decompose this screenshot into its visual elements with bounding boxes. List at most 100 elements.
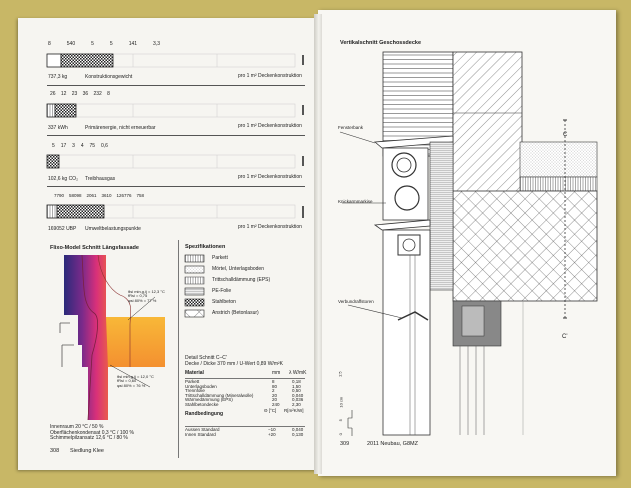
segment-value: 17	[60, 143, 67, 149]
detail-row-cell: Parkett	[185, 379, 200, 384]
swatch-trittschall	[184, 276, 205, 285]
page-footer-title: Siedlung Klee	[70, 448, 104, 454]
label-verbundraffstoren: Verbundraffstoren	[338, 299, 374, 304]
bar-unit: pro 1 m² Deckenkonstruktion	[238, 174, 302, 180]
spec-item: Parkett	[212, 255, 228, 261]
segment-value: 36	[82, 91, 89, 97]
boundary-row-cell: −10	[268, 427, 276, 432]
detail-row-cell: 8	[272, 379, 275, 384]
legend-line: Oberflächenkondensat 0,3 °C / 100 %	[50, 429, 134, 436]
window-frame-wood	[429, 141, 454, 291]
label-knickarmmarkise: Knickarmmarkise	[338, 199, 373, 204]
scale-ratio: 1:5	[337, 371, 343, 377]
detail-row-cell: 240	[272, 402, 280, 407]
segment-value: 4	[80, 143, 84, 149]
bar-segment	[46, 53, 62, 68]
segment-value: 75	[89, 143, 96, 149]
swatch-stahlbeton	[184, 298, 205, 307]
segment-value: 3	[72, 143, 75, 149]
segment-value: 5	[52, 143, 55, 149]
blind-housing	[382, 229, 431, 436]
floor-insulation	[519, 176, 598, 192]
bar-chart-energy	[46, 103, 304, 118]
divider	[47, 135, 305, 136]
segment-value: 3,3	[153, 41, 160, 47]
detail-row-cell: 20	[272, 397, 278, 403]
book-gutter	[314, 14, 322, 474]
page-number: 309	[340, 441, 350, 447]
detail-title: Detail Schnitt C–C'	[185, 355, 227, 361]
spec-item: Trittschalldämmung (EPS)	[212, 277, 271, 283]
spec-item: Anstrich (Betonlasur)	[212, 310, 259, 316]
segment-value: 5	[109, 41, 113, 47]
bar-segment	[56, 204, 105, 219]
segment-value: 232	[93, 91, 102, 97]
specs-title: Spezifikationen	[185, 244, 226, 250]
scale-tick: 10 cm	[338, 396, 344, 408]
table-header: λ W/mK	[289, 370, 307, 376]
segment-value: 12	[60, 91, 67, 97]
scale-bar	[347, 410, 353, 436]
detail-row-cell: Unterlagsboden	[185, 383, 217, 389]
table-header: Θ [°C]	[264, 408, 277, 413]
detail-row-cell: Trennfolie	[185, 388, 205, 394]
segment-value: 23	[71, 91, 78, 97]
bar-label: Konstruktionsgewicht	[85, 74, 133, 80]
detail-row-cell: 0,036	[292, 397, 304, 403]
bar-total: 737,3 kg	[48, 74, 68, 80]
segment-value: 141	[128, 41, 138, 47]
detail-row-cell: 0,18	[292, 379, 301, 384]
bar-chart-weight	[46, 53, 304, 68]
segment-value: 58098	[68, 193, 82, 198]
bar-total: 169052 UBP	[48, 226, 77, 232]
segment-value: 126776	[116, 193, 132, 198]
table-header: R[m²K/W]	[284, 408, 304, 413]
table-header: mm	[272, 370, 281, 376]
annotation-line: fRsi = 0,75	[128, 293, 148, 299]
segment-value: 7790	[54, 193, 65, 198]
legend-line: Schimmelpilzansatz 12,6 °C / 80 %	[50, 435, 128, 441]
bar-segment	[46, 103, 56, 118]
annotation-line: θsi min,g,ij = 12,3 °C	[128, 289, 165, 294]
bar-total: 337 kWh	[48, 125, 68, 131]
thermal-simulation-image	[59, 254, 165, 421]
detail-row-cell: 1,50	[292, 383, 301, 389]
segment-value: 3610	[101, 193, 112, 198]
bar-segment	[60, 53, 114, 68]
divider	[185, 426, 305, 427]
column-divider	[178, 240, 179, 458]
concrete-slab	[452, 190, 598, 302]
bar-unit: pro 1 m² Deckenkonstruktion	[238, 73, 302, 79]
table-header: Material	[185, 370, 204, 376]
legend-line: Innenraum 20 °C / 50 %	[50, 424, 104, 430]
spec-item: PE-Folie	[212, 288, 232, 294]
page-number: 308	[50, 448, 60, 454]
bar-total: 102,6 kg CO₂	[48, 176, 79, 182]
annotation-line: φsi 80% = 76 %	[117, 382, 146, 388]
detail-row-cell: Trittschalldämmung (Mineralwolle)	[185, 392, 254, 398]
detail-row-cell: 0,50	[292, 388, 301, 394]
bar-label: Treibhausgas	[85, 176, 116, 182]
segment-value: 540	[66, 41, 76, 47]
section-drawing	[339, 51, 598, 436]
section-marker-c: C	[563, 132, 568, 138]
detail-subtitle: Decke / Dicke 370 mm / U-Wert 0,89 W/m²K	[185, 361, 283, 367]
bar-label: Primärenergie, nicht erneuerbar	[85, 125, 156, 131]
divider	[47, 186, 305, 187]
bar-segment	[46, 154, 60, 169]
swatch-parkett	[184, 254, 205, 263]
detail-row-cell: 20	[272, 392, 278, 398]
divider	[185, 378, 305, 379]
thermal-legend: Innenraum 20 °C / 50 % Oberflächenkonden…	[50, 424, 134, 442]
boundary-label: Randbedingung	[185, 411, 224, 417]
segment-value: 0,6	[101, 143, 108, 149]
left-page	[18, 18, 318, 470]
spec-item: Stahlbeton	[212, 299, 236, 305]
divider	[47, 85, 305, 86]
bar-unit: pro 1 m² Deckenkonstruktion	[238, 224, 302, 230]
page-footer-title: 2011 Neubau, G8MZ	[367, 441, 418, 447]
